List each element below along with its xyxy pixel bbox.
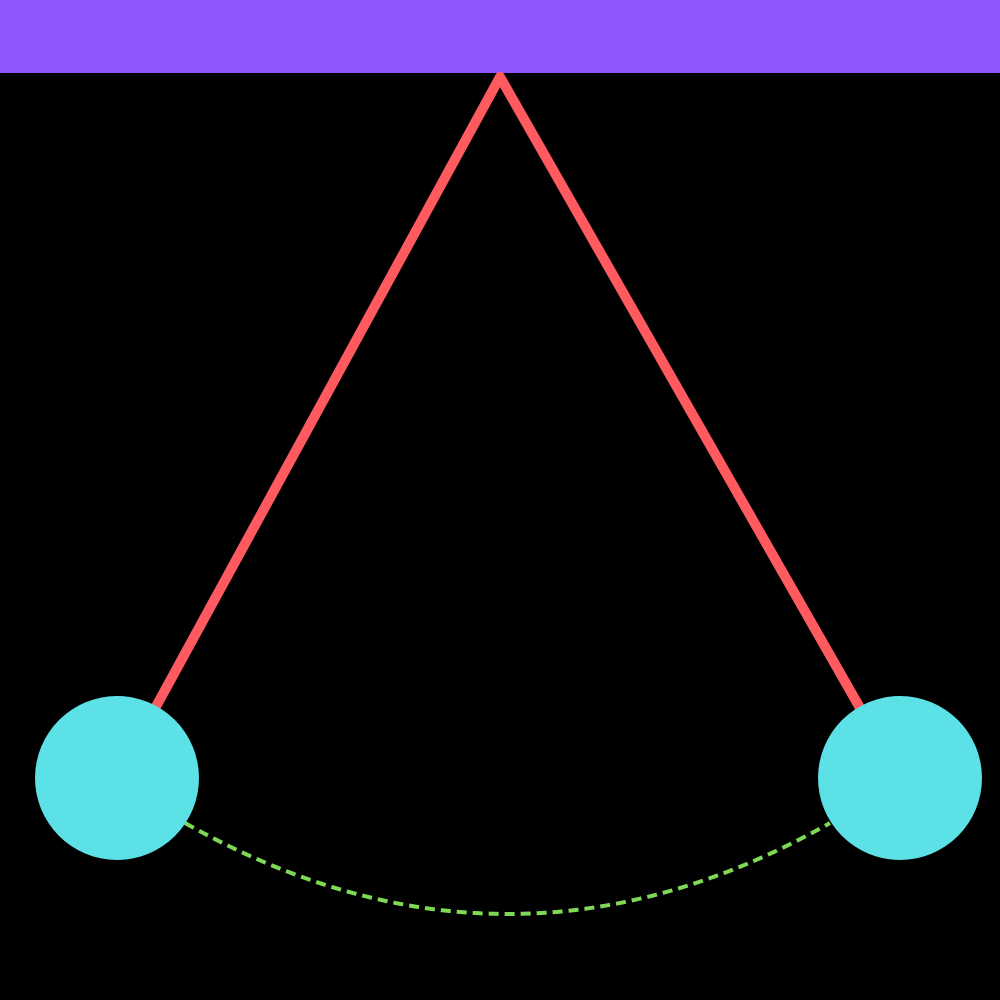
pendulum-string-left [112, 72, 505, 783]
pendulum-bob-left [35, 696, 199, 860]
pendulum-string-right [495, 72, 905, 783]
ceiling-bar [0, 0, 1000, 73]
pendulum-bob-right [818, 696, 982, 860]
swing-arc-path [184, 821, 831, 916]
